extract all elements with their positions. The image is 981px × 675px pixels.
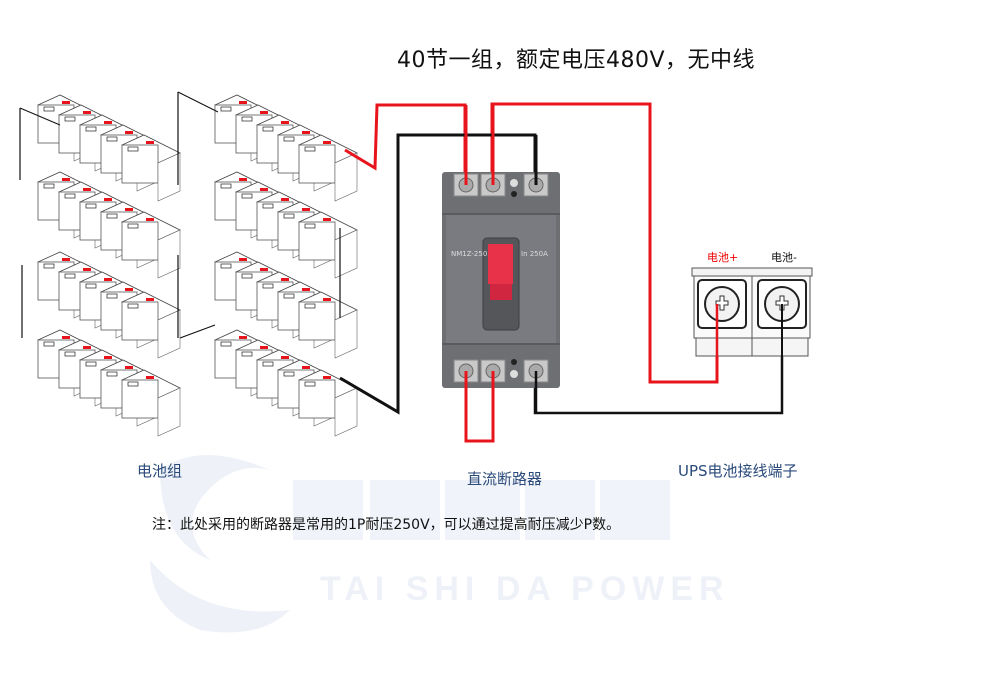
ups-terminal-label: UPS电池接线端子 xyxy=(678,462,798,480)
terminal-marker xyxy=(260,111,268,114)
terminal-marker xyxy=(239,178,247,181)
breaker-model: NM1Z-250 xyxy=(451,250,487,258)
terminal-positive-label: 电池+ xyxy=(707,251,739,264)
battery-group xyxy=(37,171,181,279)
terminal-marker xyxy=(260,188,268,191)
battery-group xyxy=(37,329,181,437)
battery-group xyxy=(37,251,181,359)
terminal-marker xyxy=(125,131,133,134)
watermark-glyph xyxy=(525,480,595,540)
terminal-marker xyxy=(302,288,310,291)
battery-cell xyxy=(121,369,181,437)
dc-breaker: NM1Z-250 In 250A xyxy=(442,104,560,441)
watermark-glyph xyxy=(370,480,440,540)
terminal-marker xyxy=(104,198,112,201)
terminal-marker xyxy=(323,376,331,379)
terminal-marker xyxy=(125,366,133,369)
watermark-glyph xyxy=(293,480,363,540)
terminal-marker xyxy=(281,278,289,281)
terminal-marker xyxy=(104,278,112,281)
terminal-marker xyxy=(239,336,247,339)
terminal-marker xyxy=(302,131,310,134)
terminal-marker xyxy=(104,356,112,359)
battery-group xyxy=(214,94,358,202)
terminal-marker xyxy=(83,346,91,349)
breaker-rating: In 250A xyxy=(521,250,548,258)
terminal-marker xyxy=(62,258,70,261)
ups-terminal-block xyxy=(691,267,813,413)
terminal-marker xyxy=(281,356,289,359)
terminal-marker xyxy=(146,376,154,379)
terminal-marker xyxy=(239,258,247,261)
terminal-marker xyxy=(146,141,154,144)
battery-cell xyxy=(298,134,358,202)
battery-group xyxy=(214,171,358,279)
terminal-marker xyxy=(260,346,268,349)
terminal-marker xyxy=(62,101,70,104)
breaker-handle-base xyxy=(490,284,512,300)
screw-icon xyxy=(715,295,729,311)
series-link-wire xyxy=(179,324,216,339)
battery-group xyxy=(214,251,358,359)
terminal-marker xyxy=(281,198,289,201)
terminal-marker xyxy=(125,288,133,291)
battery-group-label: 电池组 xyxy=(137,462,183,480)
watermark-logo-swoosh xyxy=(150,560,290,633)
positive-wire-battery-to-breaker xyxy=(344,103,467,180)
footnote: 注：此处采用的断路器是常用的1P耐压250V，可以通过提高耐压减少P数。 xyxy=(152,517,621,533)
terminal-marker xyxy=(281,121,289,124)
battery-cell xyxy=(121,134,181,202)
breaker-top-terminals xyxy=(453,173,549,197)
terminal-marker xyxy=(83,111,91,114)
screw-icon xyxy=(775,295,789,311)
terminal-marker xyxy=(125,208,133,211)
terminal-marker xyxy=(323,141,331,144)
battery-cell xyxy=(121,291,181,359)
terminal-negative-label: 电池- xyxy=(771,251,797,264)
terminal-marker xyxy=(62,336,70,339)
watermark-glyph xyxy=(600,480,670,540)
watermark-glyph xyxy=(445,480,520,540)
battery-cell xyxy=(298,369,358,437)
terminal-marker xyxy=(83,188,91,191)
diagram-title: 40节一组，额定电压480V，无中线 xyxy=(397,48,756,73)
breaker-bottom-terminals xyxy=(453,359,549,383)
watermark-english: TAI SHI DA POWER xyxy=(320,570,730,608)
terminal-marker xyxy=(104,121,112,124)
terminal-marker xyxy=(83,268,91,271)
battery-group xyxy=(214,329,358,437)
watermark-logo-arc xyxy=(160,455,270,560)
terminal-marker xyxy=(323,298,331,301)
battery-cell xyxy=(121,211,181,279)
terminal-marker xyxy=(302,208,310,211)
terminal-marker xyxy=(239,101,247,104)
terminal-marker xyxy=(62,178,70,181)
breaker-handle[interactable] xyxy=(488,244,513,284)
battery-group xyxy=(37,94,181,202)
breaker-label: 直流断路器 xyxy=(467,470,543,488)
battery-cell xyxy=(298,291,358,359)
terminal-marker xyxy=(146,218,154,221)
terminal-marker xyxy=(146,298,154,301)
terminal-marker xyxy=(302,366,310,369)
terminal-marker xyxy=(260,268,268,271)
terminal-marker xyxy=(323,218,331,221)
